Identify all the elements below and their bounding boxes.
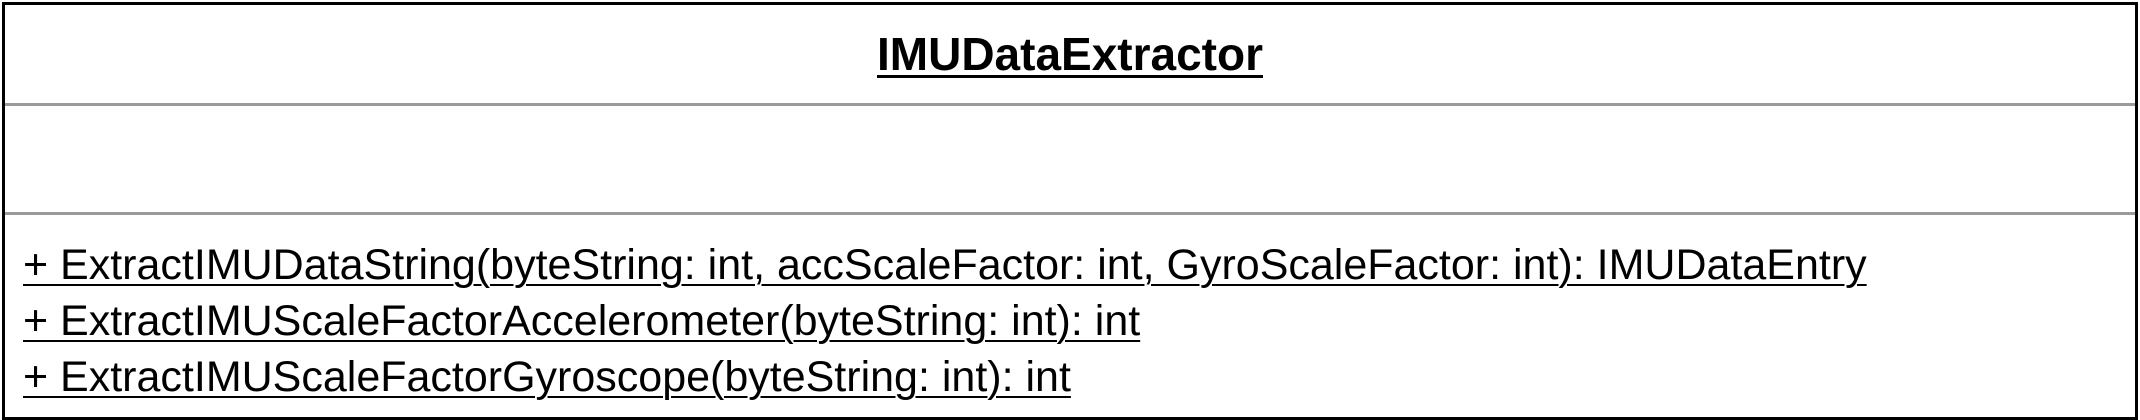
attributes-divider	[5, 212, 2135, 215]
header-divider	[5, 103, 2135, 106]
attributes-compartment	[5, 106, 2135, 212]
operations-compartment: + ExtractIMUDataString(byteString: int, …	[23, 237, 2123, 405]
operation-extract-imu-data-string: + ExtractIMUDataString(byteString: int, …	[23, 241, 1867, 289]
operation-extract-imu-scale-factor-gyroscope: + ExtractIMUScaleFactorGyroscope(byteStr…	[23, 353, 1071, 401]
class-name: IMUDataExtractor	[877, 28, 1263, 80]
operation-extract-imu-scale-factor-accelerometer: + ExtractIMUScaleFactorAccelerometer(byt…	[23, 297, 1141, 345]
class-header: IMUDataExtractor	[5, 5, 2135, 103]
